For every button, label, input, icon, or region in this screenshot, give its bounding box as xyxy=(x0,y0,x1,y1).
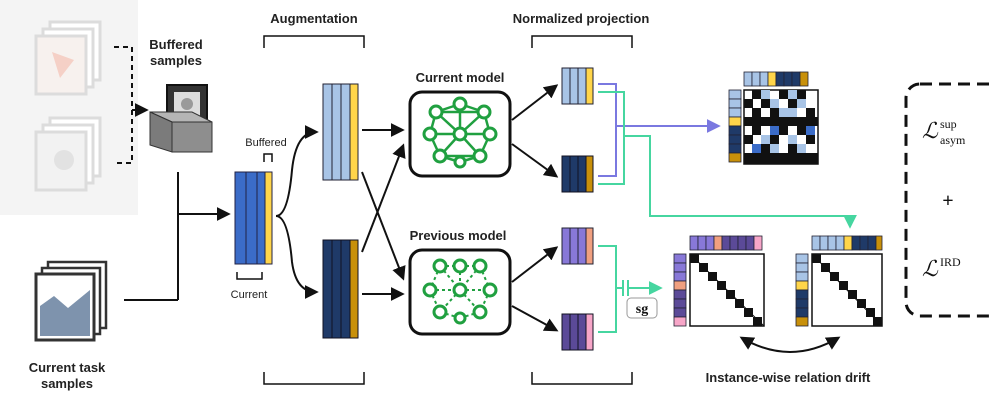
batch-merge-lines xyxy=(124,172,231,301)
buffered-bracket xyxy=(263,153,273,162)
normalized-projection-label: Normalized projection xyxy=(513,11,650,26)
current-task-image-stack xyxy=(34,260,108,342)
projection-arrows xyxy=(511,84,559,332)
projection-previous-light xyxy=(561,227,594,265)
projection-bracket-bottom xyxy=(531,372,633,385)
asym-sup-loss: ℒ sup asym xyxy=(922,117,966,147)
augmentation-bracket-top xyxy=(263,35,365,48)
relation-drift-label: Instance-wise relation drift xyxy=(706,370,871,385)
projection-current-light xyxy=(561,67,594,105)
buffer-box-icon xyxy=(149,84,213,153)
svg-text:sup: sup xyxy=(940,117,957,131)
faded-image-stack-1 xyxy=(34,20,102,96)
augmentation-branch-lines xyxy=(275,125,319,299)
previous-model-label: Previous model xyxy=(410,228,507,243)
current-label: Current xyxy=(231,289,268,301)
loss-box: ℒ sup asym + ℒ IRD xyxy=(904,82,990,318)
projection-bracket-top xyxy=(531,35,633,48)
model-input-arrows xyxy=(361,123,406,301)
ird-loss: ℒ IRD xyxy=(922,255,961,281)
previous-model-network-icon xyxy=(408,248,512,336)
augmented-view-dark xyxy=(322,239,359,339)
svg-text:IRD: IRD xyxy=(940,255,961,269)
sg-box: sg xyxy=(626,297,658,319)
current-task-label-1: Current task xyxy=(29,360,106,375)
svg-text:asym: asym xyxy=(940,133,966,147)
svg-text:ℒ: ℒ xyxy=(922,118,939,143)
buffered-samples-label-1: Buffered xyxy=(149,37,203,52)
input-batch xyxy=(234,171,273,265)
buffer-dashed-connector xyxy=(114,46,149,164)
current-model-label: Current model xyxy=(416,70,505,85)
current-target-relation-matrix xyxy=(795,235,883,327)
augmented-view-light xyxy=(322,83,359,181)
augmentation-bracket-bottom xyxy=(263,372,365,385)
projection-current-dark xyxy=(561,155,594,193)
svg-text:ℒ: ℒ xyxy=(922,256,939,281)
buffered-samples-label-2: samples xyxy=(150,53,202,68)
faded-image-stack-2 xyxy=(34,116,102,192)
current-relation-matrix xyxy=(728,71,819,165)
current-bracket xyxy=(236,272,263,280)
sg-label: sg xyxy=(636,302,648,317)
projection-previous-dark xyxy=(561,313,594,351)
buffered-label: Buffered xyxy=(245,137,286,149)
stop-gradient-connectors xyxy=(598,245,663,333)
relation-drift-arrow xyxy=(739,336,841,353)
augmentation-label: Augmentation xyxy=(270,11,357,26)
faded-image-panel xyxy=(0,0,138,215)
plus-sign: + xyxy=(942,190,953,212)
current-relation-connectors xyxy=(598,83,857,229)
previous-relation-matrix xyxy=(673,235,765,327)
current-task-label-2: samples xyxy=(41,376,93,391)
current-model-network-icon xyxy=(408,90,512,178)
